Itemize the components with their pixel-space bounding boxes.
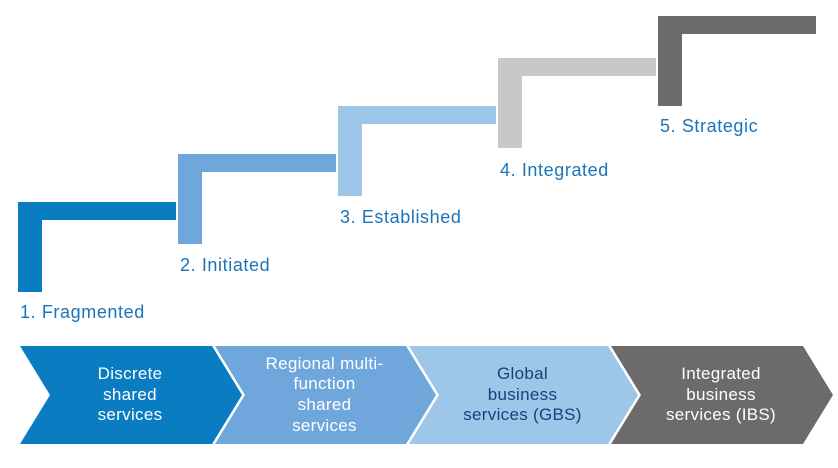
- chevron-gbs: [409, 346, 638, 444]
- step-3-bracket: [338, 106, 496, 196]
- chevron-text-discrete: Discrete shared services: [97, 363, 163, 425]
- stage-label-initiated: 2. Initiated: [180, 255, 271, 275]
- step-4-bracket: [498, 58, 656, 148]
- chevron-ibs: [611, 346, 833, 444]
- step-2-bracket: [178, 154, 336, 244]
- chevron-text-regional: Regional multi- function shared services: [265, 353, 384, 435]
- chevron-regional: [215, 346, 436, 444]
- stage-label-fragmented: 1. Fragmented: [20, 302, 145, 322]
- stage-label-strategic: 5. Strategic: [660, 116, 759, 136]
- stage-label-integrated: 4. Integrated: [500, 160, 609, 180]
- stage-label-established: 3. Established: [340, 207, 462, 227]
- chevron-text-gbs: Global business services (GBS): [463, 363, 582, 425]
- chevron-text-ibs: Integrated business services (IBS): [666, 363, 776, 425]
- step-1-bracket: [18, 202, 176, 292]
- chevron-discrete: [20, 346, 242, 444]
- step-5-bracket: [658, 16, 816, 106]
